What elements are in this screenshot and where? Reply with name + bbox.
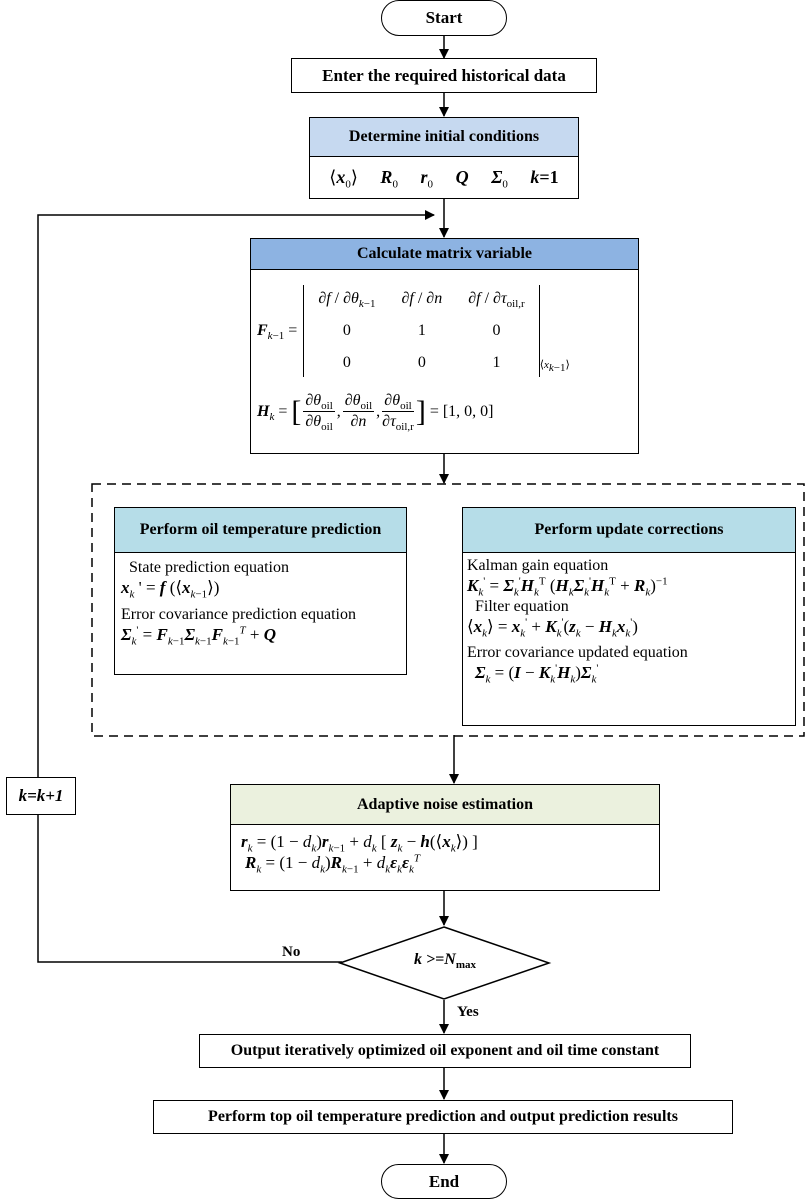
kalman-gain-equation: Kk' = Σk'HkT (HkΣk'HkT + Rk)−1 <box>467 575 668 599</box>
initial-conditions-title: Determine initial conditions <box>348 128 540 145</box>
end-terminal: End <box>381 1164 507 1199</box>
start-terminal: Start <box>381 0 507 36</box>
error-cov-update-equation: Σk = (I − Kk'Hk)Σk' <box>475 661 599 685</box>
filter-equation: ⟨xk⟩ = xk' + Kk'(zk − Hkxk') <box>467 616 638 640</box>
start-label: Start <box>425 8 463 27</box>
initial-conditions-header: Determine initial conditions <box>310 118 578 157</box>
dashed-group-border <box>91 483 805 737</box>
adaptive-noise-header: Adaptive noise estimation <box>231 785 659 825</box>
initial-conditions-math: ⟨x0⟩ R0 r0 Q Σ0 k=1 <box>329 167 559 191</box>
filter-label: Filter equation <box>475 598 569 616</box>
initial-conditions-box: Determine initial conditions ⟨x0⟩ R0 r0 … <box>309 117 579 199</box>
matrix-variable-header: Calculate matrix variable <box>251 239 638 270</box>
adaptive-noise-box: Adaptive noise estimation rk = (1 − dk)r… <box>230 784 660 891</box>
loop-increment-box: k=k+1 <box>6 777 76 815</box>
update-corrections-box: Perform update corrections Kalman gain e… <box>462 507 796 726</box>
oil-prediction-header: Perform oil temperature prediction <box>115 508 406 553</box>
error-cov-prediction-equation: Σk' = Fk−1Σk−1Fk−1T + Q <box>121 624 277 648</box>
end-label: End <box>428 1171 460 1191</box>
loop-back-line-top <box>37 210 435 777</box>
kalman-gain-label: Kalman gain equation <box>467 557 609 574</box>
error-cov-prediction-label: Error covariance prediction equation <box>121 606 356 624</box>
loop-back-line <box>37 815 342 963</box>
f-matrix-equation: Fk−1 = ∂f / ∂θk−1 ∂f / ∂n ∂f / ∂τoil,r 0… <box>257 285 570 377</box>
loop-increment-label: k=k+1 <box>18 786 64 805</box>
adaptive-noise-title: Adaptive noise estimation <box>357 795 533 813</box>
r-estimation-equation: rk = (1 − dk)rk−1 + dk [ zk − h(⟨xk⟩) ] <box>241 832 478 855</box>
yes-label: Yes <box>457 1004 479 1020</box>
output-optimized-label: Output iteratively optimized oil exponen… <box>230 1042 660 1059</box>
state-prediction-equation: xk ' = f (⟨xk−1⟩) <box>121 578 220 601</box>
decision-diamond <box>337 926 552 1000</box>
state-prediction-label: State prediction equation <box>129 559 289 576</box>
matrix-variable-box: Calculate matrix variable Fk−1 = ∂f / ∂θ… <box>250 238 639 454</box>
update-corrections-title: Perform update corrections <box>534 521 724 538</box>
matrix-variable-title: Calculate matrix variable <box>356 245 533 262</box>
R-estimation-equation: Rk = (1 − dk)Rk−1 + dkεkεkT <box>245 852 420 876</box>
h-matrix-equation: Hk = [ ∂θoil∂θoil, ∂θoil∂n, ∂θoil∂τoil,r… <box>257 392 494 434</box>
error-cov-update-label: Error covariance updated equation <box>467 643 688 661</box>
enter-data-label: Enter the required historical data <box>322 65 566 85</box>
output-optimized-box: Output iteratively optimized oil exponen… <box>199 1034 691 1068</box>
oil-prediction-title: Perform oil temperature prediction <box>139 521 382 538</box>
output-prediction-box: Perform top oil temperature prediction a… <box>153 1100 733 1134</box>
oil-prediction-box: Perform oil temperature prediction State… <box>114 507 407 675</box>
output-prediction-label: Perform top oil temperature prediction a… <box>208 1108 678 1125</box>
update-corrections-header: Perform update corrections <box>463 508 795 553</box>
enter-data-box: Enter the required historical data <box>291 58 597 93</box>
decision-condition: k >=Nmax <box>414 951 476 972</box>
no-label: No <box>282 944 301 960</box>
